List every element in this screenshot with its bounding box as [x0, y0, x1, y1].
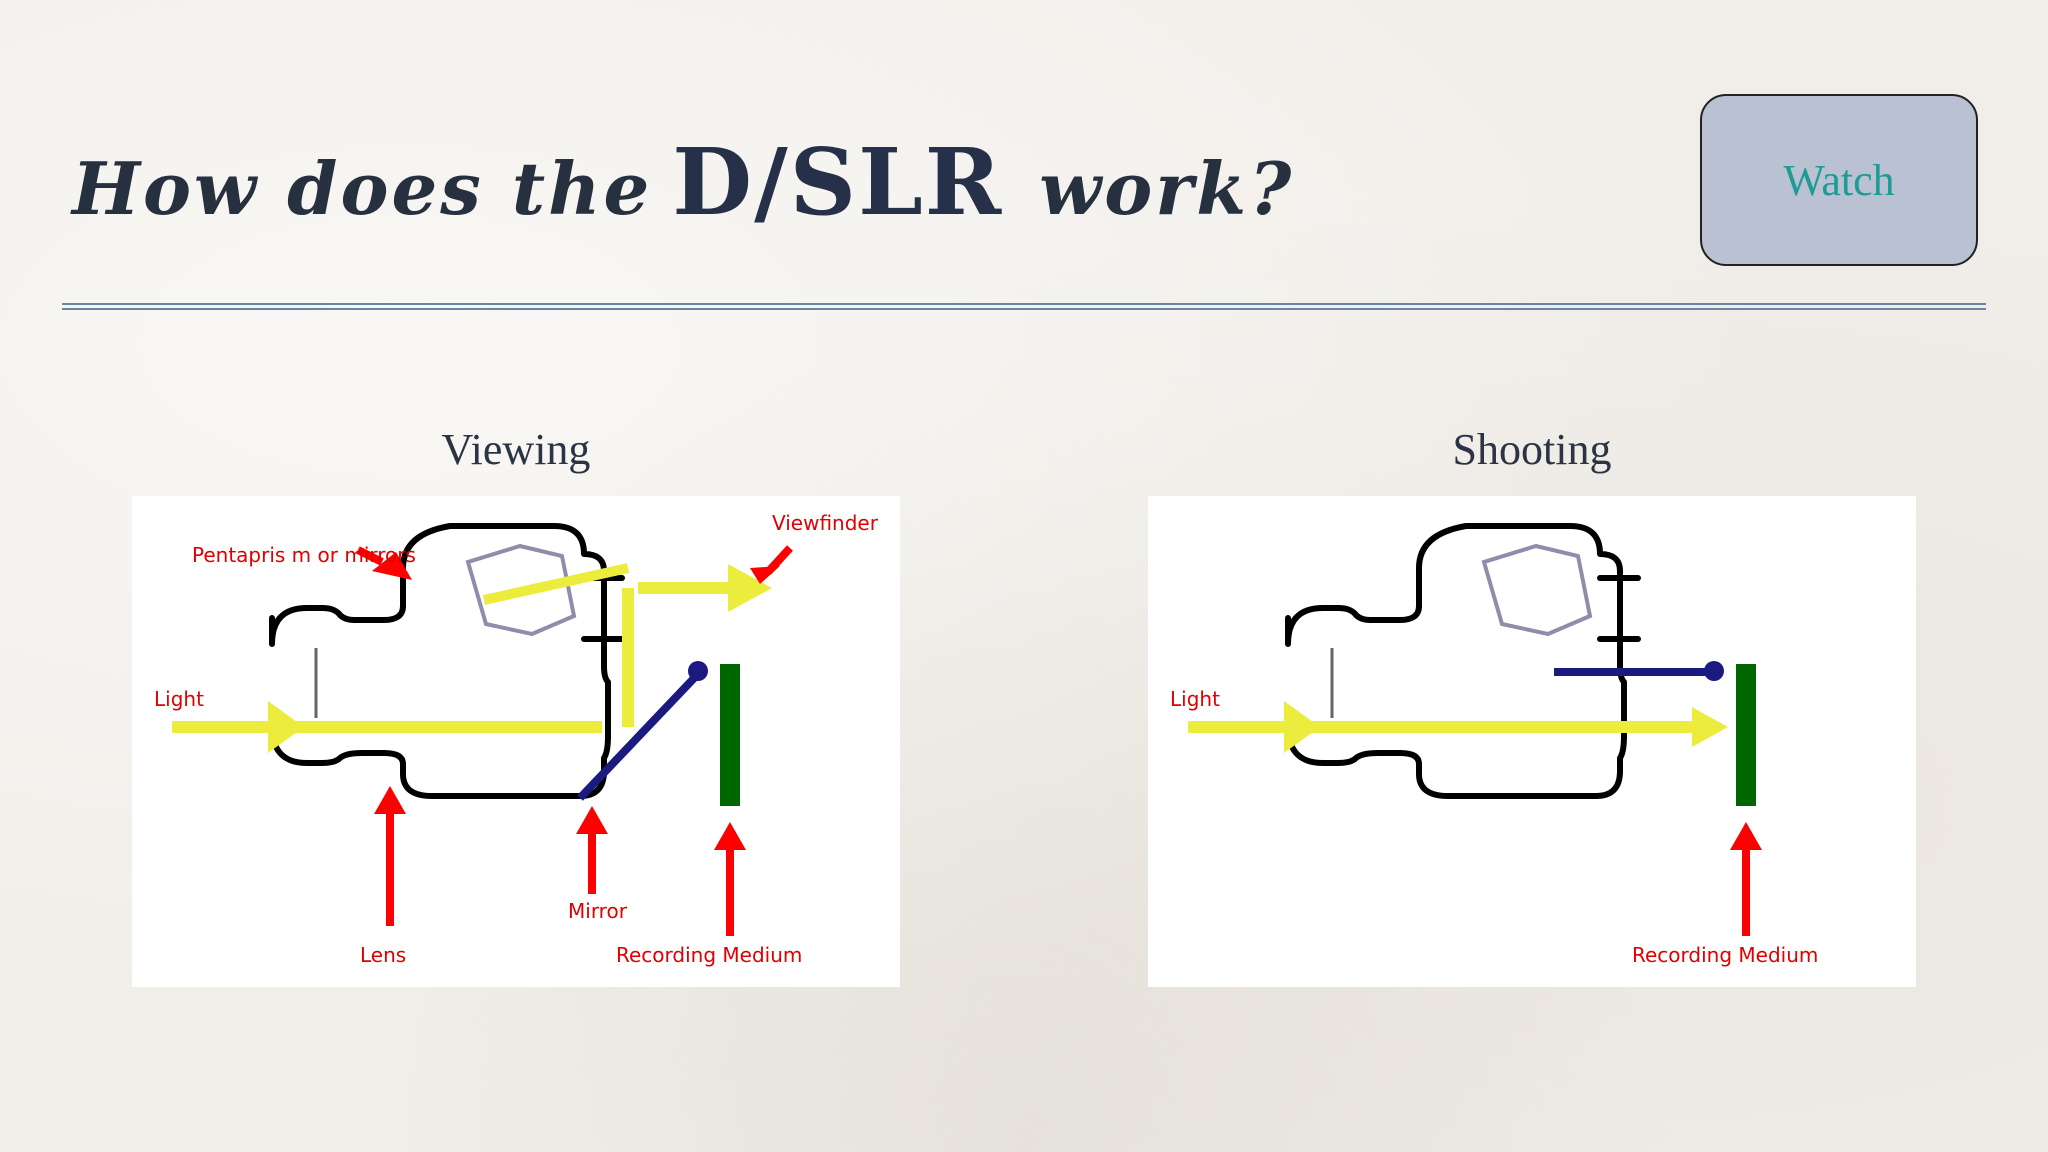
- shooting-caption: Shooting: [1452, 425, 1612, 474]
- title-part-2: D/SLR: [672, 128, 1004, 236]
- recording-medium-label: Recording Medium: [1632, 943, 1818, 967]
- title-divider: [62, 303, 1986, 311]
- camera-body-outline: [269, 523, 611, 799]
- camera-body-outline: [1285, 523, 1627, 799]
- shooting-diagram: Light Recording Medium: [1148, 496, 1916, 987]
- mirror-shape: [577, 671, 701, 801]
- mirror-label: Mirror: [568, 899, 628, 923]
- recording-medium-label: Recording Medium: [616, 943, 802, 967]
- viewing-diagram: Pentapris m or mirrors Viewfinder Light …: [132, 496, 900, 987]
- title-part-1: How does the: [72, 146, 653, 231]
- lens-label: Lens: [360, 943, 406, 967]
- viewfinder-label: Viewfinder: [772, 511, 879, 535]
- light-ray-arrowhead: [268, 701, 304, 753]
- pentaprism-shape: [465, 543, 577, 637]
- watch-button-label: Watch: [1783, 155, 1895, 205]
- watch-button[interactable]: Watch: [1700, 94, 1978, 266]
- pentaprism-label: Pentapris m or mirrors: [192, 543, 416, 567]
- viewing-caption: Viewing: [441, 425, 591, 474]
- light-ray-arrowhead: [1284, 701, 1320, 753]
- slide-title: How does the D/SLR work?: [72, 128, 1294, 238]
- recording-medium-shape: [720, 664, 740, 806]
- pentaprism-shape: [1481, 543, 1593, 637]
- title-part-3: work?: [1039, 146, 1295, 231]
- light-label: Light: [154, 687, 204, 711]
- light-label: Light: [1170, 687, 1220, 711]
- recording-medium-shape: [1736, 664, 1756, 806]
